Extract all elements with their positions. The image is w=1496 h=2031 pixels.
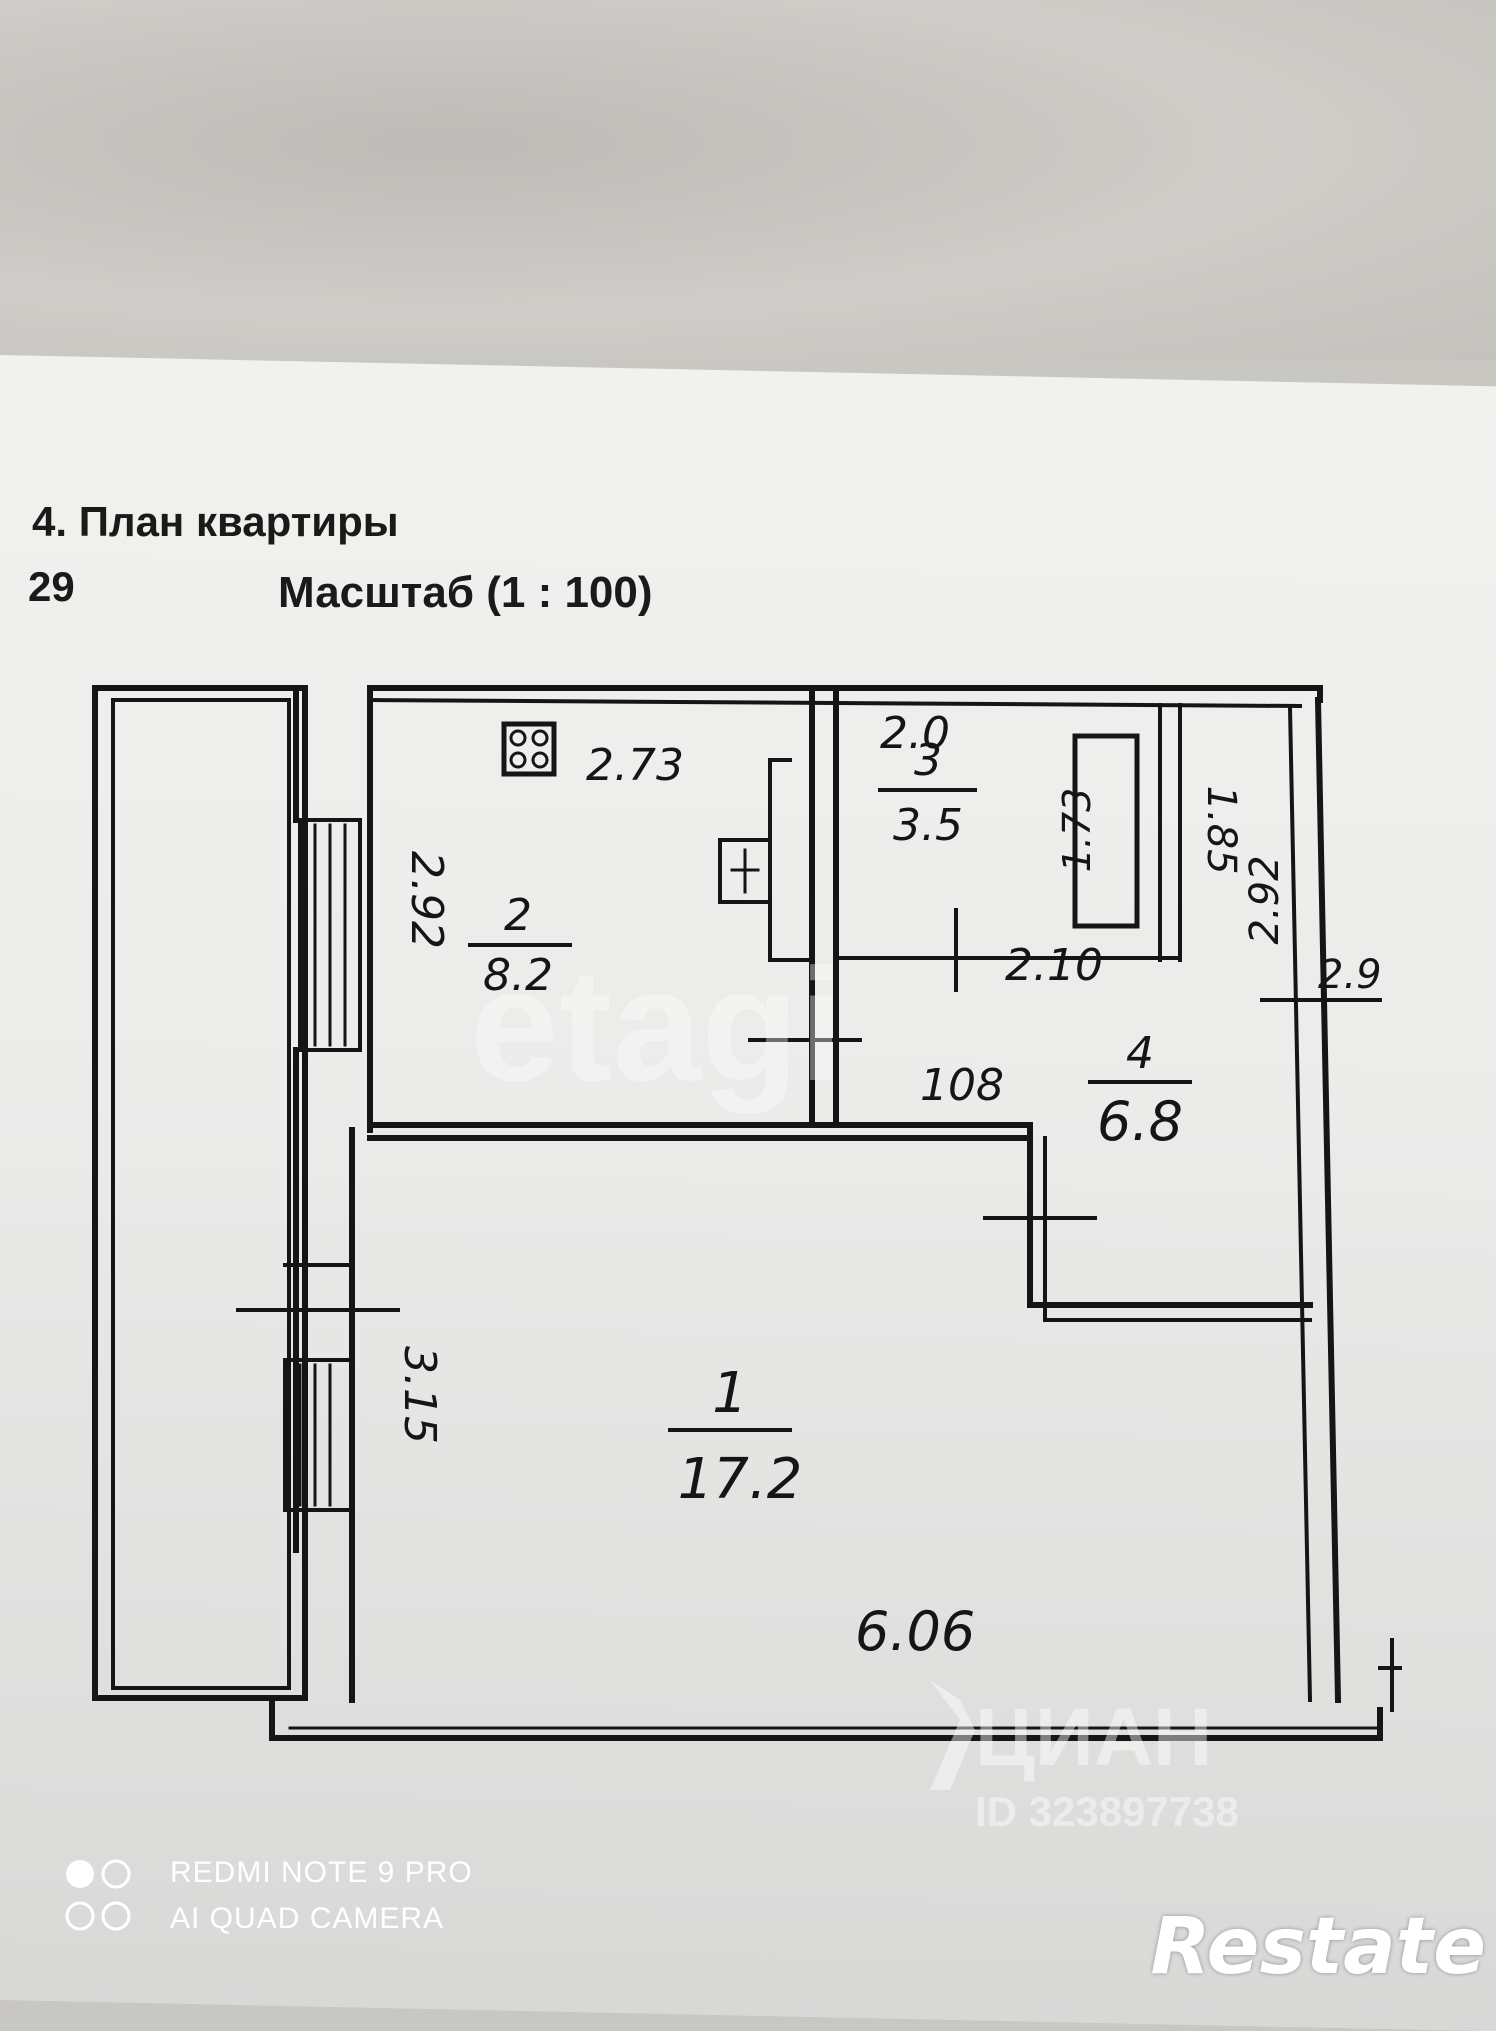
- room-2-number: 2: [504, 890, 532, 941]
- watermark-cian-logo-icon: [930, 1680, 975, 1790]
- room-3-number: 3: [914, 735, 942, 786]
- balcony-inner: [111, 698, 291, 1690]
- plan-number: 29: [28, 563, 75, 610]
- restate-logo: Restate: [1150, 1902, 1486, 1992]
- watermark-etagi: etagi: [470, 935, 843, 1114]
- camera-watermark: REDMI NOTE 9 PRO AI QUAD CAMERA: [60, 1850, 540, 1960]
- dim-2-10: 2.10: [1005, 940, 1103, 991]
- restate-wordmark: Restate: [1150, 1902, 1486, 1992]
- room-1-area: 17.2: [678, 1447, 803, 1512]
- dim-1-73: 1.73: [1055, 788, 1099, 873]
- plan-title: 4. План квартиры: [32, 498, 399, 545]
- watermark-cian: ЦИАН: [975, 1692, 1212, 1783]
- dim-2-73: 2.73: [586, 740, 684, 791]
- balcony-outline: [92, 685, 308, 1701]
- dim-108: 108: [920, 1060, 1004, 1111]
- bathtub-icon: [1072, 733, 1140, 929]
- dim-2-0: 2.0: [880, 708, 950, 759]
- room-1-number: 1: [712, 1361, 748, 1426]
- window-room1: [283, 1358, 353, 1512]
- dim-6-06: 6.06: [855, 1600, 975, 1663]
- quad-camera-icon: [65, 1859, 131, 1931]
- dim-2-92-left: 2.92: [401, 851, 452, 949]
- plan-scale: Масштаб (1 : 100): [278, 568, 653, 617]
- dim-1-85: 1.85: [1198, 785, 1244, 874]
- room-2-area: 8.2: [483, 950, 553, 1001]
- sink-icon: [718, 838, 772, 904]
- window-room2: [298, 818, 362, 1052]
- background-wall: [0, 0, 1496, 360]
- dim-3-15: 3.15: [394, 1346, 445, 1444]
- room-3-area: 3.5: [893, 800, 963, 851]
- room-4-area: 6.8: [1097, 1090, 1183, 1153]
- dim-2-9: 2.9: [1318, 952, 1382, 998]
- watermark-cian-id: ID 323897738: [975, 1788, 1239, 1835]
- room-4-number: 4: [1126, 1028, 1154, 1079]
- camera-model: REDMI NOTE 9 PRO: [170, 1856, 473, 1889]
- dim-2-92-right: 2.92: [1242, 855, 1288, 944]
- camera-type: AI QUAD CAMERA: [170, 1902, 445, 1935]
- stove-icon: [501, 721, 557, 777]
